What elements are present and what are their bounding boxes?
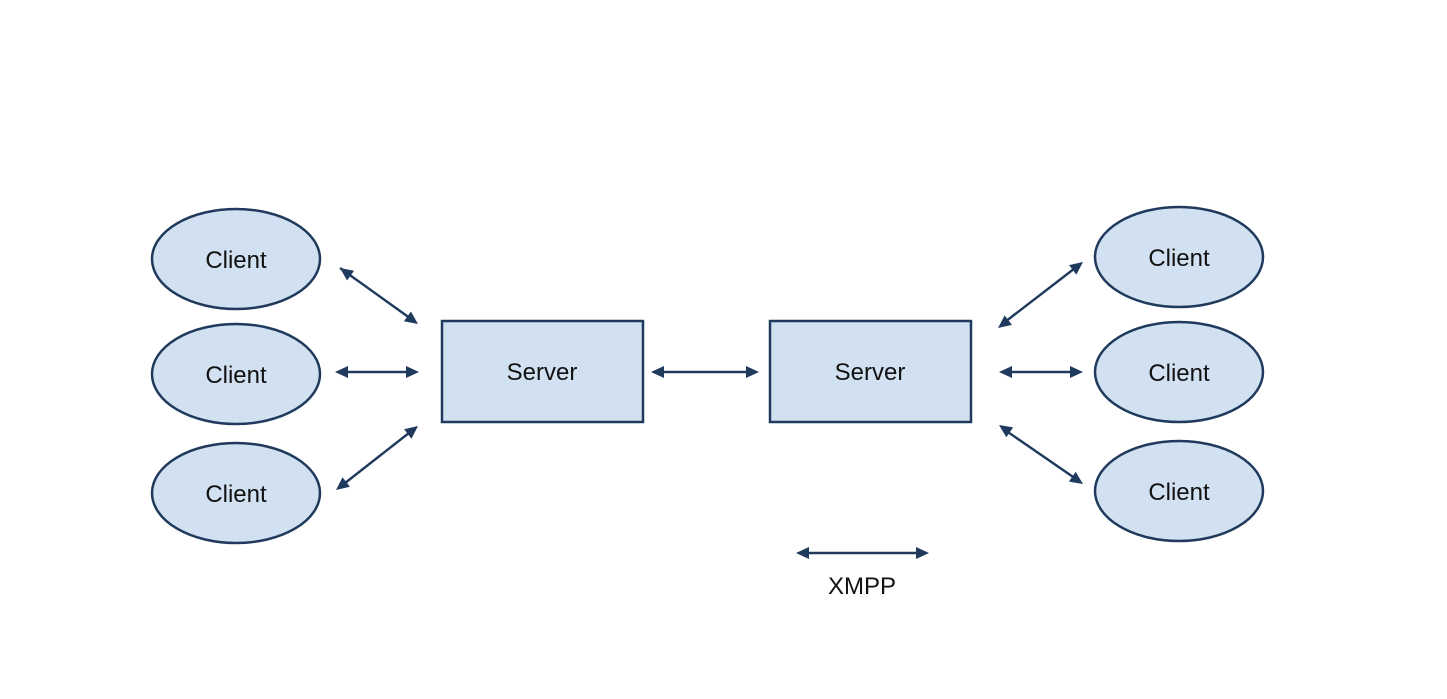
client-label: Client — [205, 481, 267, 508]
client-node-left-top: Client — [150, 207, 322, 311]
legend: XMPP — [796, 547, 929, 600]
client-label: Client — [1148, 479, 1210, 506]
server-label: Server — [507, 359, 578, 386]
edge-left-top-to-server — [339, 267, 418, 324]
client-node-right-middle: Client — [1093, 320, 1265, 424]
edge-server-to-right-middle — [999, 366, 1083, 378]
edge-left-middle-to-server — [335, 366, 419, 378]
edge-server-to-server — [651, 366, 759, 378]
legend-xmpp-label: XMPP — [828, 573, 896, 600]
server-label: Server — [835, 359, 906, 386]
client-label: Client — [1148, 360, 1210, 387]
legend-xmpp-arrow — [796, 547, 929, 559]
edge-server-to-right-top — [998, 262, 1083, 328]
server-node-left: Server — [440, 319, 645, 424]
client-label: Client — [205, 362, 267, 389]
server-node-right: Server — [768, 319, 973, 424]
client-label: Client — [1148, 245, 1210, 272]
client-label: Client — [205, 247, 267, 274]
edge-server-to-right-bottom — [999, 425, 1083, 484]
client-node-right-bottom: Client — [1093, 439, 1265, 543]
client-node-right-top: Client — [1093, 205, 1265, 309]
client-node-left-bottom: Client — [150, 441, 322, 545]
client-node-left-middle: Client — [150, 322, 322, 426]
edge-left-bottom-to-server — [336, 426, 418, 490]
